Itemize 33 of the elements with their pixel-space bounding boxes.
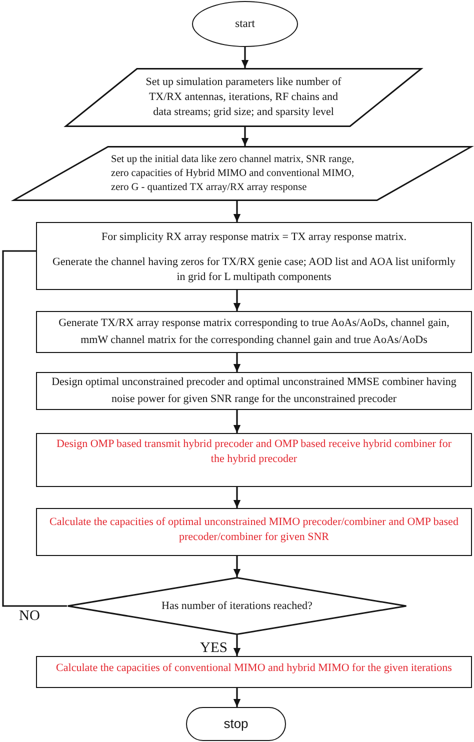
arrow [233, 201, 241, 222]
input-parallelogram [13, 146, 472, 201]
arrow [241, 47, 249, 68]
step-text: Calculate the capacities of conventional MIMO and hybrid MIMO for the given iterations [56, 661, 452, 676]
step-text: For simplicity RX array response matrix = TX array response matrix. [101, 230, 407, 245]
process-box [36, 372, 472, 410]
arrow [233, 290, 241, 311]
process-box [36, 508, 472, 556]
decision-diamond [67, 577, 407, 635]
arrow [241, 127, 249, 146]
arrow [233, 353, 241, 372]
process-box [36, 656, 472, 688]
loop-back-line [2, 250, 67, 607]
arrow [233, 635, 241, 656]
terminal-label: stop [224, 716, 248, 732]
step-text: Design OMP based transmit hybrid precoder and OMP based receive hybrid combiner for the hybrid precoder [55, 437, 453, 467]
terminal-label: start [235, 16, 255, 32]
input-parallelogram [65, 68, 422, 127]
step-text: Calculate the capacities of optimal unconstrained MIMO precoder/combiner and OMP based precoder/combiner for given SNR [48, 515, 460, 545]
process-box [36, 311, 472, 353]
step-text: Generate the channel having zeros for TX/RX genie case; AOD list and AOA list uniformly in grid for L multipath components [51, 255, 457, 285]
process-box [36, 433, 472, 487]
arrow [233, 410, 241, 433]
process-box [36, 222, 472, 290]
arrow [233, 487, 241, 508]
question-text: Has number of iterations reached? [162, 598, 312, 614]
step-text: Generate TX/RX array response matrix corresponding to true AoAs/AoDs, channel gain, mmW channel matrix for the corresponding channel gain and true AoAs/AoDs [58, 316, 450, 348]
step-text: Set up simulation parameters like number of TX/RX antennas, iterations, RF chains and data streams; grid size; and sparsity level [144, 75, 342, 120]
step-text: Design optimal unconstrained precoder and optimal unconstrained MMSE combiner having noise power for given SNR range for the unconstrained precoder [50, 375, 458, 407]
step-text: Set up the initial data like zero channel matrix, SNR range, zero capacities of Hybrid MIMO and conventional MIMO, zero G - quantized TX array/RX array response [111, 152, 355, 194]
terminal-pill [186, 707, 286, 741]
arrow [233, 688, 241, 707]
arrow [233, 556, 241, 577]
